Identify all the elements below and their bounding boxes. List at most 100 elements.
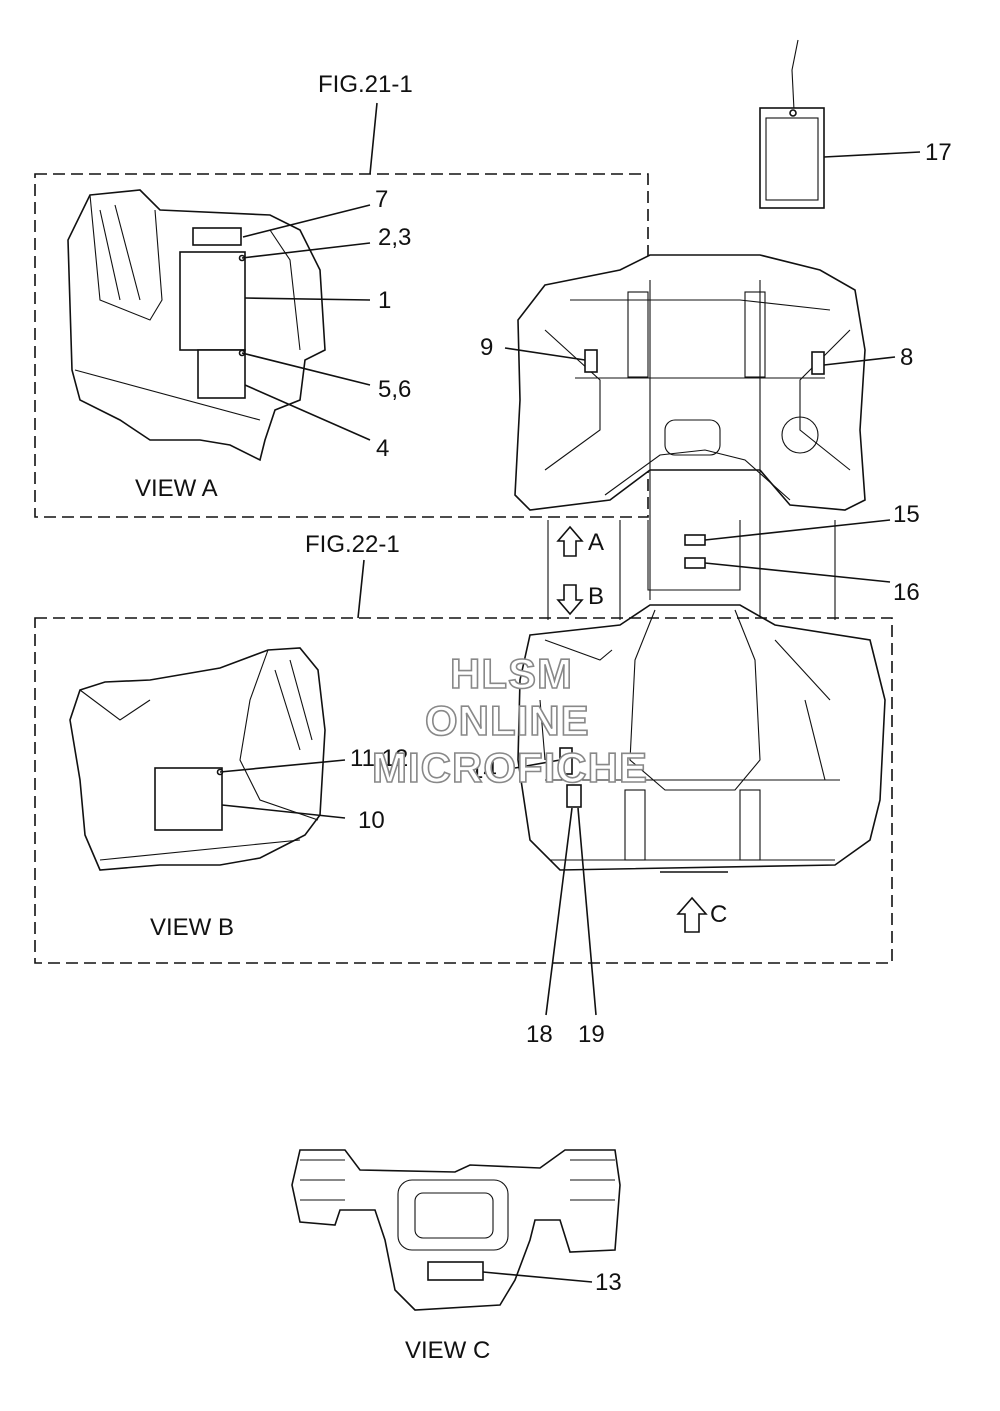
leader-19 [577,807,597,1016]
view-b-label: VIEW B [150,914,234,941]
fuel-cap [781,416,819,454]
arrow-b-label: B [588,583,604,610]
rear-fender-panel [239,649,319,821]
callout-15: 15 [893,501,920,528]
callout-9: 9 [480,334,493,361]
tag-hole [789,109,797,117]
tag-string [791,39,799,111]
view-b-group: FIG.22-1 11,12 10 VIEW B [34,531,893,964]
fender-side-line [269,229,301,351]
rear-right-fender-detail [774,639,831,781]
callout-4: 4 [376,435,389,462]
decal-8 [811,351,825,375]
leader-1 [244,297,371,301]
plate-10 [154,767,223,831]
leader-2-3 [241,242,371,259]
front-body [514,254,866,511]
handlebar [604,449,791,501]
leader-15 [704,519,891,541]
front-panel [291,1149,621,1311]
rear-fender [69,647,326,871]
callout-8: 8 [900,344,913,371]
watermark-line-2: ONLINE [425,697,590,744]
tag-17-group: 17 [759,39,952,209]
tag-17 [759,107,825,209]
headlight-inner [414,1192,494,1239]
fig22-leader [357,559,365,619]
leader-5-6 [241,352,371,386]
callout-11-12: 11,12 [350,745,408,772]
right-grille [570,1159,615,1201]
callout-1: 1 [378,287,391,314]
leader-17 [823,151,921,158]
rear-rack-bar-left [624,789,646,861]
callout-7: 7 [375,186,388,213]
leader-11-12 [219,759,346,773]
callout-2-3: 2,3 [378,224,411,251]
decal-15 [684,534,706,546]
decal-9 [584,349,598,373]
arrow-a-icon [556,525,584,557]
rear-fender-hatching [274,659,313,751]
callout-10: 10 [358,807,385,834]
callout-19: 19 [578,1021,605,1048]
front-rack-rail [570,299,831,311]
tag-inner [765,117,819,201]
view-c-group: 13 VIEW C [291,1149,622,1364]
arrow-b-icon [556,584,584,616]
rear-fender-lines [79,689,301,861]
callout-5-6: 5,6 [378,376,411,403]
fender-hatching [99,204,141,301]
leader-8 [823,356,896,366]
view-a-label: VIEW A [135,475,218,502]
arrow-c-icon [676,896,708,933]
fender-bottom-line [74,369,261,421]
seat [629,609,761,791]
plate-1 [179,251,246,351]
atv-top-view: 9 8 15 16 A B 14 18 19 [470,254,920,1048]
view-c-label: VIEW C [405,1337,490,1364]
fig21-label: FIG.21-1 [318,71,413,98]
decal-7 [192,227,242,246]
callout-13: 13 [595,1269,622,1296]
headlight-lens [397,1179,509,1251]
rear-rack-bar-right [739,789,761,861]
rack-bar-left [627,291,649,378]
leader-4 [244,384,371,441]
callout-17: 17 [925,139,952,166]
view-b-frame [34,617,893,964]
leader-16 [704,562,891,583]
arrow-c-label: C [710,901,727,928]
watermark-line-3: MICROFICHE [372,744,648,791]
front-right-fender [799,329,851,471]
fender-panel-line [89,194,163,321]
fig22-label: FIG.22-1 [305,531,400,558]
decal-18-19 [566,784,582,808]
front-left-fender [544,329,601,471]
decal-14 [559,747,573,775]
headlight-pod [664,419,721,456]
left-grille [300,1159,345,1201]
rear-rack-rails [545,779,840,861]
rack-bar-right [744,291,766,378]
mid-frame [547,520,836,620]
leader-7 [242,204,371,238]
leader-18 [545,807,573,1016]
fig21-leader [369,102,378,175]
plate-4 [197,349,246,399]
view-a-group: FIG.21-1 7 2,3 1 5,6 4 VIEW A [34,71,649,518]
leader-13 [482,1271,593,1283]
arrow-a-label: A [588,529,604,556]
rear-left-fender-detail [539,639,613,761]
leader-14 [514,759,561,769]
leader-10 [221,804,346,819]
decal-13 [427,1261,484,1281]
watermark: HLSM ONLINE MICROFICHE [371,649,648,792]
tank-outline [647,520,741,591]
rear-body [517,604,886,871]
leader-9 [504,347,586,361]
watermark-line-1: HLSM [450,650,573,697]
decal-16 [684,557,706,569]
